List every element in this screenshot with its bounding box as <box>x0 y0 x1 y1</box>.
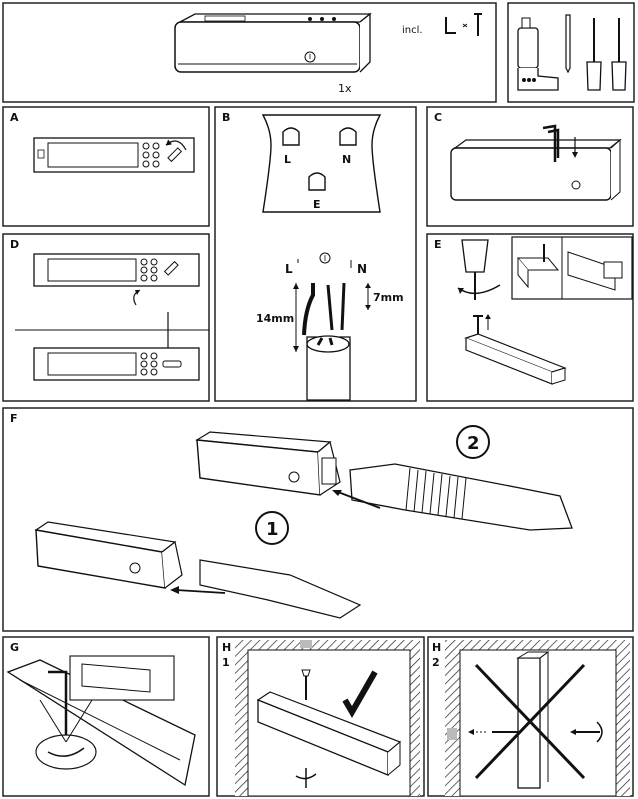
socket-earth-label: E <box>313 198 321 211</box>
earth-symbol-icon <box>319 252 331 264</box>
included-label: incl. <box>402 25 423 36</box>
step-g-label: G <box>10 641 19 654</box>
hex-key-icon <box>542 124 560 162</box>
screwdriver-icon <box>586 18 602 91</box>
step-h2-number: 2 <box>432 656 440 669</box>
step-one-number: 1 <box>266 519 279 540</box>
rotate-arrow-icon <box>295 773 317 780</box>
step-one-badge <box>255 511 289 545</box>
step-h1-panel: H 1 <box>216 636 425 797</box>
adapter-drawing <box>174 12 372 73</box>
strip-length-short: 7mm <box>373 291 404 304</box>
track-rail <box>199 559 362 619</box>
check-mark-icon <box>342 670 378 718</box>
hex-key-icon <box>48 670 68 742</box>
drill-icon <box>517 17 559 91</box>
strip-length-long: 14mm <box>256 312 294 325</box>
socket-neutral-label: N <box>342 153 351 166</box>
drill-bit-icon <box>565 14 571 74</box>
phillips-screwdriver-icon <box>611 18 627 91</box>
screwdriver-icon <box>461 239 489 300</box>
wire-neutral-label: N <box>357 262 367 276</box>
step-e-label: E <box>434 238 442 251</box>
step-f-panel: F 2 1 <box>2 407 634 632</box>
step-a-label: A <box>10 111 19 124</box>
rotate-arrow-icon <box>596 721 603 743</box>
step-g-panel: G <box>2 636 210 797</box>
rotate-arrow-icon <box>47 747 85 757</box>
step-two-number: 2 <box>467 433 480 454</box>
step-a-panel: A <box>2 106 210 227</box>
step-h1-letter: H <box>222 641 231 654</box>
step-two-badge <box>456 425 490 459</box>
step-h2-letter: H <box>432 641 441 654</box>
step-b-panel: B L N E L N 14mm 7mm <box>214 106 417 402</box>
step-h2-panel: H 2 <box>427 636 634 797</box>
step-b-label: B <box>222 111 230 124</box>
step-d-label: D <box>10 238 19 251</box>
quantity-label: 1x <box>338 82 352 95</box>
top-overview-panel: 1x incl. <box>2 2 497 103</box>
step-c-label: C <box>434 111 442 124</box>
socket-faceplate <box>261 114 382 213</box>
socket-live-label: L <box>284 153 291 166</box>
step-c-panel: C <box>426 106 634 227</box>
step-e-panel: E <box>426 233 634 402</box>
step-f-label: F <box>10 412 18 425</box>
step-d-panel: D <box>2 233 210 402</box>
step-h1-number: 1 <box>222 656 230 669</box>
wire-live-label: L <box>285 262 293 276</box>
tools-panel <box>507 2 635 103</box>
allen-key-icon <box>445 17 456 34</box>
screw-icon <box>462 13 482 36</box>
